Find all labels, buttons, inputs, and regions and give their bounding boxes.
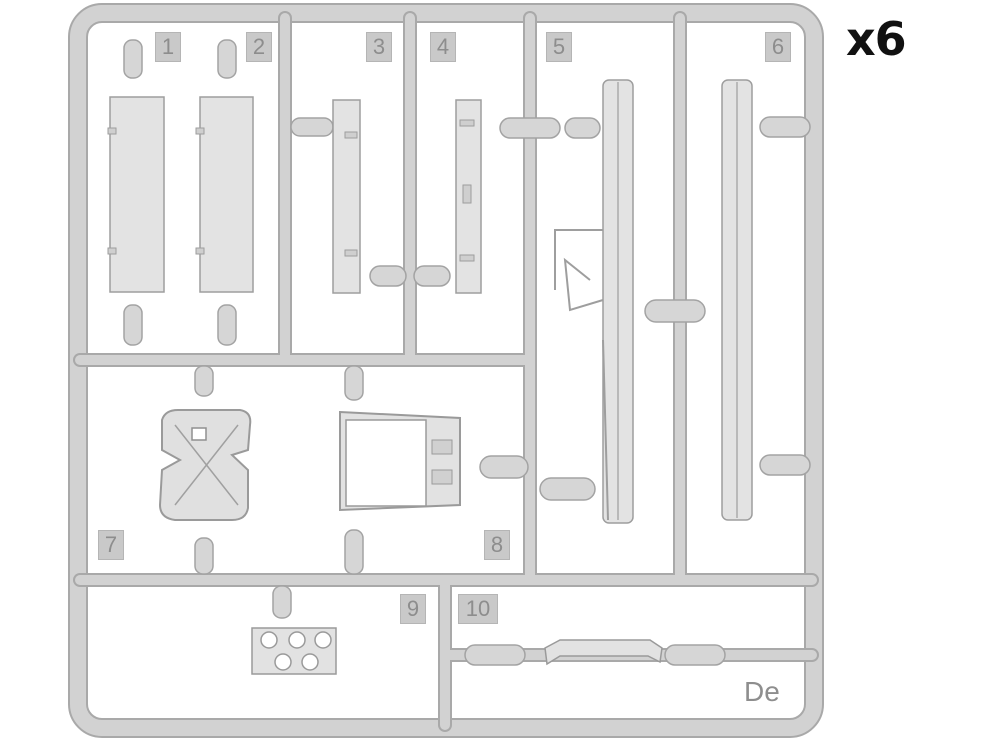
part-1-shape — [109, 96, 165, 293]
part-number-tag: 5 — [546, 32, 572, 62]
part-number-tag: 7 — [98, 530, 124, 560]
quantity-label: x6 — [846, 12, 907, 66]
part-number-tag: 3 — [366, 32, 392, 62]
sprue-code-label: De — [744, 676, 780, 707]
part-number-tag: 9 — [400, 594, 426, 624]
part-10-shape — [544, 639, 663, 666]
part-9-shape — [251, 627, 337, 675]
part-8-shape — [339, 410, 461, 512]
part-3-shape — [332, 99, 361, 294]
part-number-tag: 4 — [430, 32, 456, 62]
part-number-tag: 8 — [484, 530, 510, 560]
part-number-tag: 10 — [458, 594, 498, 624]
part-7-shape — [158, 409, 252, 521]
part-number-tag: 1 — [155, 32, 181, 62]
part-2-shape — [199, 96, 254, 293]
part-number-tag: 6 — [765, 32, 791, 62]
part-number-tag: 2 — [246, 32, 272, 62]
